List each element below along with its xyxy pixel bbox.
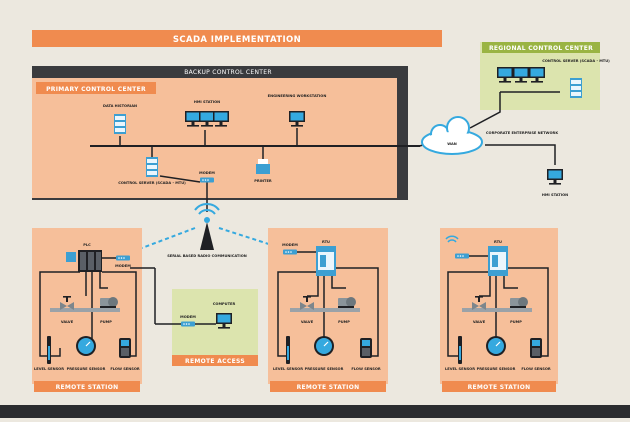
primary-modem-icon [200, 177, 214, 183]
station-3-flow-sensor-icon [530, 338, 542, 358]
radio-label: SERIAL BASED RADIO COMMUNICATION [167, 254, 247, 258]
station-1-pressure-label: PRESSURE SENSOR [67, 367, 106, 371]
data-historian-label: DATA HISTORIAN [103, 104, 137, 108]
regional-center-title: REGIONAL CONTROL CENTER [489, 45, 593, 52]
remote-station-2: REMOTE STATION MODEM RTU VALVE PUMP LEVE… [268, 228, 388, 392]
station-1-level-sensor-icon [47, 336, 51, 364]
station-3-pressure-sensor-icon [485, 335, 507, 357]
station-2-level-sensor-icon [286, 336, 290, 364]
station-2-valve-label: VALVE [301, 320, 314, 324]
remote-station-1: REMOTE STATION PLC MODEM VALVE PUMP LEVE… [32, 228, 181, 392]
station-3-level-sensor-icon [458, 336, 462, 364]
station-1-valve-label: VALVE [61, 320, 74, 324]
hmi-station-monitors-icon [185, 111, 229, 127]
hmi-station-label: HMI STATION [194, 100, 220, 104]
station-3-pump-label: PUMP [510, 320, 522, 324]
remote-access-modem-icon [181, 321, 195, 327]
regional-monitors-icon [497, 67, 545, 83]
station-2-pressure-sensor-icon [313, 335, 335, 357]
station-2-pressure-label: PRESSURE SENSOR [305, 367, 344, 371]
corporate-network-label: CORPORATE ENTERPRISE NETWORK [486, 131, 558, 135]
station-2-pump-icon [338, 297, 356, 308]
wan-cloud-icon [421, 116, 483, 155]
station-3-title: REMOTE STATION [468, 384, 531, 391]
station-1-flow-label: FLOW SENSOR [110, 367, 140, 371]
regional-server-label: CONTROL SERVER (SCADA - MTU) [542, 59, 610, 63]
primary-center-banner [36, 82, 156, 94]
remote-access-banner [172, 355, 258, 366]
station-2-title: REMOTE STATION [297, 384, 360, 391]
backup-center-label: BACKUP CONTROL CENTER [184, 69, 272, 76]
engineering-workstation-label: ENGINEERING WORKSTATION [268, 94, 327, 98]
station-1-title: REMOTE STATION [56, 384, 119, 391]
station-1-pressure-sensor-icon [75, 335, 97, 357]
printer-label: PRINTER [254, 179, 272, 183]
regional-center-banner [482, 42, 600, 53]
station-2-flow-label: FLOW SENSOR [351, 367, 381, 371]
page-title: SCADA IMPLEMENTATION [173, 35, 301, 45]
station-1-modem-label: MODEM [115, 264, 131, 268]
remote-access-computer-label: COMPUTER [213, 302, 236, 306]
remote-access-modem-label: MODEM [180, 315, 196, 319]
station-2-modem-icon [283, 249, 297, 255]
primary-control-center [32, 78, 397, 198]
remote-station-3: REMOTE STATION RTU VALVE PUMP LEVEL SENS… [440, 228, 558, 392]
station-3-controller-label: RTU [494, 240, 502, 244]
station-3-pressure-label: PRESSURE SENSOR [477, 367, 516, 371]
station-2-flow-sensor-icon [360, 338, 372, 358]
bottom-strip [0, 405, 630, 418]
corporate-hmi-icon [547, 169, 563, 185]
station-2-controller-label: RTU [322, 240, 330, 244]
station-3-modem-icon [455, 253, 469, 259]
corporate-hmi-label: HMI STATION [542, 193, 568, 197]
station-3-valve-label: VALVE [473, 320, 486, 324]
station-2-pump-label: PUMP [338, 320, 350, 324]
station-1-level-label: LEVEL SENSOR [34, 367, 64, 371]
primary-center-title: PRIMARY CONTROL CENTER [46, 86, 146, 93]
station-3-pump-icon [510, 297, 528, 308]
station-3-radio-icon [445, 235, 459, 243]
station-3-flow-label: FLOW SENSOR [521, 367, 551, 371]
station-1-pump-icon [100, 297, 118, 308]
regional-server-icon [570, 78, 582, 98]
station-1-flow-sensor-icon [119, 338, 131, 358]
radio-tower-icon [194, 203, 220, 250]
title-banner [32, 30, 442, 47]
station-1-pump-label: PUMP [100, 320, 112, 324]
remote-access-title: REMOTE ACCESS [185, 358, 245, 365]
station-2-modem-label: MODEM [282, 243, 298, 247]
control-server-icon [146, 157, 158, 177]
station-2-level-label: LEVEL SENSOR [273, 367, 303, 371]
station-1-modem-icon [116, 255, 130, 261]
control-server-label: CONTROL SERVER (SCADA - MTU) [118, 181, 186, 185]
primary-modem-label: MODEM [199, 171, 215, 175]
station-1-controller-label: PLC [83, 243, 91, 247]
wan-label: WAN [447, 142, 457, 146]
data-historian-server-icon [114, 114, 126, 134]
station-3-level-label: LEVEL SENSOR [445, 367, 475, 371]
printer-icon [256, 159, 270, 174]
